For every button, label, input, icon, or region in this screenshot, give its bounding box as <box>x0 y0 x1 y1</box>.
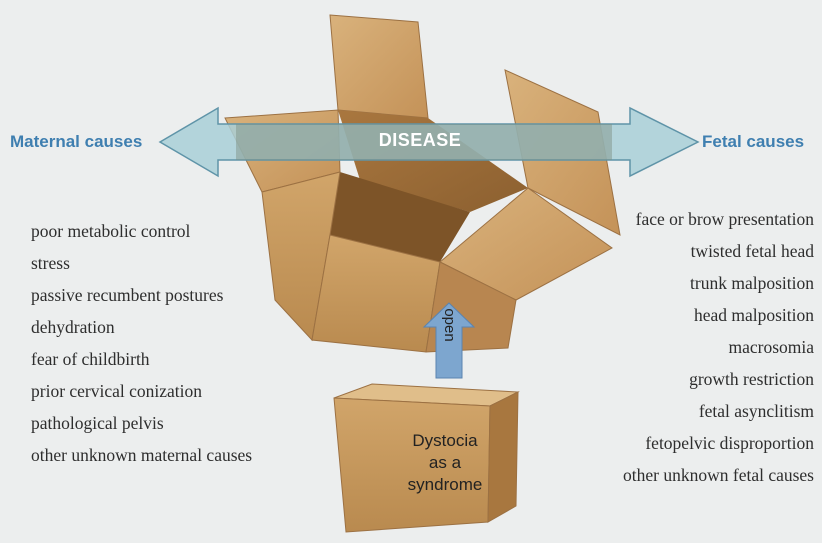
maternal-cause-item: dehydration <box>31 311 252 343</box>
fetal-cause-item: twisted fetal head <box>623 235 814 267</box>
maternal-causes-list: poor metabolic control stress passive re… <box>31 215 252 471</box>
fetal-cause-item: face or brow presentation <box>623 203 814 235</box>
maternal-cause-item: stress <box>31 247 252 279</box>
open-arrow-label: open <box>438 295 460 355</box>
fetal-cause-item: trunk malposition <box>623 267 814 299</box>
open-box-illustration <box>225 15 620 352</box>
box-label-line: as a <box>395 452 495 474</box>
maternal-cause-item: poor metabolic control <box>31 215 252 247</box>
maternal-cause-item: other unknown maternal causes <box>31 439 252 471</box>
maternal-cause-item: passive recumbent postures <box>31 279 252 311</box>
fetal-cause-item: other unknown fetal causes <box>623 459 814 491</box>
maternal-cause-item: prior cervical conization <box>31 375 252 407</box>
box-label-line: syndrome <box>395 474 495 496</box>
fetal-cause-item: growth restriction <box>623 363 814 395</box>
fetal-cause-item: macrosomia <box>623 331 814 363</box>
maternal-cause-item: fear of childbirth <box>31 343 252 375</box>
box-label: Dystocia as a syndrome <box>395 430 495 496</box>
fetal-causes-label: Fetal causes <box>702 132 804 152</box>
fetal-cause-item: fetopelvic disproportion <box>623 427 814 459</box>
fetal-causes-list: face or brow presentation twisted fetal … <box>623 203 814 491</box>
box-label-line: Dystocia <box>395 430 495 452</box>
disease-label: DISEASE <box>340 130 500 151</box>
maternal-causes-label: Maternal causes <box>10 132 142 152</box>
fetal-cause-item: head malposition <box>623 299 814 331</box>
maternal-cause-item: pathological pelvis <box>31 407 252 439</box>
fetal-cause-item: fetal asynclitism <box>623 395 814 427</box>
